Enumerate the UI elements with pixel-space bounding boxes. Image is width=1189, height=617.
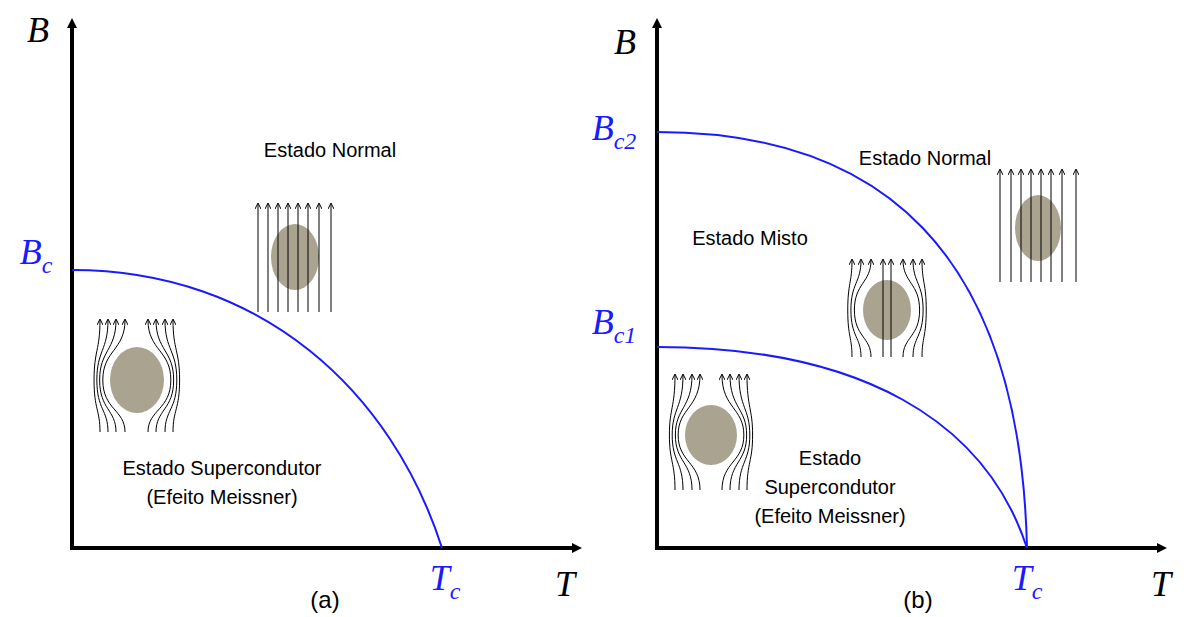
field-line: [268, 204, 269, 312]
critical-field-label: Bc2: [592, 107, 637, 149]
sample-body: [685, 405, 737, 465]
field-line: [903, 260, 920, 357]
field-line: [148, 320, 171, 432]
panel-label: (b): [903, 586, 932, 614]
upper-critical-curve: [657, 132, 1027, 548]
field-line: [1076, 170, 1077, 282]
axis-label: B: [614, 21, 636, 63]
field-line: [288, 204, 289, 312]
panel-label: (a): [310, 586, 339, 614]
field-line: [258, 204, 259, 312]
y-axis: [655, 22, 659, 548]
critical-field-label: Bc1: [592, 301, 637, 343]
field-line: [730, 375, 747, 490]
field-line: [298, 204, 299, 312]
axis-label: B: [27, 9, 49, 51]
field-line: [319, 204, 320, 312]
field-illustrations: [94, 170, 1076, 490]
field-line: [747, 375, 753, 490]
field-line: [331, 204, 332, 312]
field-line: [891, 260, 892, 357]
field-line: [1041, 170, 1042, 282]
field-line: [1051, 170, 1052, 282]
field-line: [173, 320, 180, 432]
field-line: [1000, 170, 1001, 282]
axis-label: T: [555, 563, 575, 605]
field-line: [1021, 170, 1022, 282]
field-line: [678, 375, 700, 490]
critical-field-label: Bc: [20, 231, 53, 273]
field-line: [1031, 170, 1032, 282]
sample-body: [1015, 195, 1061, 261]
field-line: [103, 320, 125, 432]
critical-field-curve: [72, 270, 442, 548]
lower-critical-curve: [657, 347, 1027, 548]
axis-label: T: [1151, 563, 1171, 605]
field-line: [913, 260, 923, 357]
field-line: [156, 320, 174, 432]
field-line: [97, 320, 108, 432]
field-line: [922, 260, 926, 357]
field-line: [851, 260, 861, 357]
x-axis: [655, 546, 1163, 550]
field-line: [883, 260, 884, 357]
region-label: Estado Supercondutor (Efeito Meissner): [97, 454, 347, 512]
region-label: Estado Supercondutor (Efeito Meissner): [740, 444, 920, 531]
field-line: [1011, 170, 1012, 282]
sample-body: [863, 280, 911, 340]
x-axis: [70, 546, 578, 550]
field-line: [100, 320, 116, 432]
field-line: [308, 204, 309, 312]
field-line: [278, 204, 279, 312]
field-line: [672, 375, 683, 490]
critical-temperature-label: Tc: [430, 557, 461, 599]
region-label: Estado Normal: [264, 139, 396, 162]
region-label: Estado Misto: [692, 227, 808, 250]
field-line: [854, 260, 871, 357]
y-axis: [70, 22, 74, 548]
sample-body: [110, 347, 164, 413]
field-line: [1062, 170, 1063, 282]
region-label: Estado Normal: [859, 147, 991, 170]
critical-temperature-label: Tc: [1012, 557, 1043, 599]
